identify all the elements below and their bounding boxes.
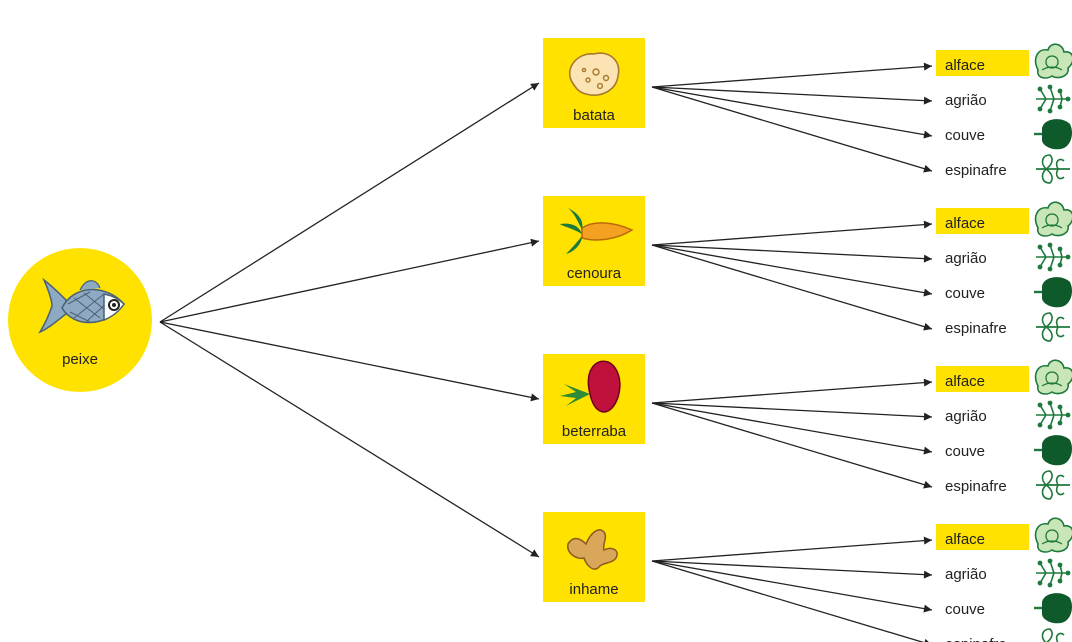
lettuce-icon <box>1034 359 1072 395</box>
leaf-label: agrião <box>945 566 987 583</box>
branch-node-3: inhame alface agrião couve espinafre <box>543 512 1072 642</box>
watercress-icon <box>1036 84 1071 114</box>
leaf-label: alface <box>945 373 985 390</box>
leaf-node: espinafre <box>945 312 1070 342</box>
leaf-highlight <box>936 50 1029 76</box>
branch-node-2: beterraba alface agrião couve espinafre <box>543 354 1072 500</box>
leaf-highlight <box>936 366 1029 392</box>
leaf-label: agrião <box>945 92 987 109</box>
branch-node-0: batata alface agrião couve espinafre <box>543 38 1072 184</box>
leaf-node: alface <box>936 517 1072 553</box>
kale-icon <box>1034 119 1072 150</box>
edge-root-to-branch <box>159 321 540 402</box>
branch-node-1: cenoura alface agrião couve espinafre <box>543 196 1072 342</box>
leaf-label: espinafre <box>945 636 1007 642</box>
kale-icon <box>1034 593 1072 624</box>
branch-label: inhame <box>569 581 618 598</box>
kale-icon <box>1034 435 1072 466</box>
edges <box>159 62 933 642</box>
watercress-icon <box>1036 558 1071 588</box>
lettuce-icon <box>1034 517 1072 553</box>
branch-box <box>543 196 645 286</box>
spinach-icon <box>1036 470 1070 500</box>
lettuce-icon <box>1034 43 1072 79</box>
leaf-label: couve <box>945 601 985 618</box>
beet-icon <box>560 360 621 413</box>
leaf-label: alface <box>945 215 985 232</box>
leaf-label: couve <box>945 127 985 144</box>
leaf-node: couve <box>945 277 1072 308</box>
leaf-node: espinafre <box>945 628 1065 642</box>
edge-root-to-branch <box>159 321 540 558</box>
leaf-highlight <box>936 524 1029 550</box>
leaf-highlight <box>936 208 1029 234</box>
edge-branch-to-leaf <box>651 86 933 139</box>
edge-branch-to-leaf <box>651 62 933 88</box>
edge-branch-to-leaf <box>651 86 933 105</box>
fish-icon <box>38 277 125 334</box>
root-label: peixe <box>62 351 98 368</box>
edge-branch-to-leaf <box>651 402 933 489</box>
leaf-label: alface <box>945 57 985 74</box>
leaf-node: espinafre <box>945 154 1070 184</box>
edge-branch-to-leaf <box>651 86 933 173</box>
carrot-icon <box>560 208 634 254</box>
potato-icon <box>569 52 620 96</box>
spinach-icon <box>1036 154 1070 184</box>
leaf-node: agrião <box>945 242 1071 272</box>
watercress-icon <box>1036 242 1071 272</box>
edge-branch-to-leaf <box>651 402 933 455</box>
edge-branch-to-leaf <box>651 560 933 579</box>
spinach-icon <box>1036 312 1070 342</box>
leaf-label: couve <box>945 285 985 302</box>
leaf-label: espinafre <box>945 320 1007 337</box>
leaf-node: alface <box>936 201 1072 237</box>
yam-icon <box>567 529 618 570</box>
root-node: peixe <box>8 248 152 392</box>
leaf-label: espinafre <box>945 162 1007 179</box>
branches: batata alface agrião couve espinafre cenoura a… <box>543 38 1072 642</box>
leaf-node: alface <box>936 43 1072 79</box>
leaf-node: couve <box>945 593 1072 624</box>
leaf-node: agrião <box>945 558 1071 588</box>
edge-branch-to-leaf <box>651 536 933 562</box>
edge-branch-to-leaf <box>651 402 933 421</box>
edge-branch-to-leaf <box>651 560 933 613</box>
leaf-node: espinafre <box>945 470 1070 500</box>
watercress-icon <box>1036 400 1071 430</box>
edge-branch-to-leaf <box>651 244 933 331</box>
lettuce-icon <box>1034 201 1072 237</box>
leaf-node: agrião <box>945 400 1071 430</box>
leaf-node: alface <box>936 359 1072 395</box>
edge-root-to-branch <box>159 238 540 323</box>
leaf-label: espinafre <box>945 478 1007 495</box>
leaf-label: alface <box>945 531 985 548</box>
branch-label: beterraba <box>562 423 627 440</box>
edge-branch-to-leaf <box>651 378 933 404</box>
spinach-icon <box>1041 628 1065 642</box>
edge-branch-to-leaf <box>651 220 933 246</box>
branch-label: batata <box>573 107 615 124</box>
leaf-node: couve <box>945 435 1072 466</box>
leaf-label: couve <box>945 443 985 460</box>
leaf-node: agrião <box>945 84 1071 114</box>
edge-branch-to-leaf <box>651 244 933 263</box>
edge-branch-to-leaf <box>651 244 933 297</box>
leaf-label: agrião <box>945 408 987 425</box>
branch-label: cenoura <box>567 265 622 282</box>
leaf-label: agrião <box>945 250 987 267</box>
leaf-node: couve <box>945 119 1072 150</box>
kale-icon <box>1034 277 1072 308</box>
edge-branch-to-leaf <box>651 560 932 642</box>
edge-root-to-branch <box>159 82 540 323</box>
